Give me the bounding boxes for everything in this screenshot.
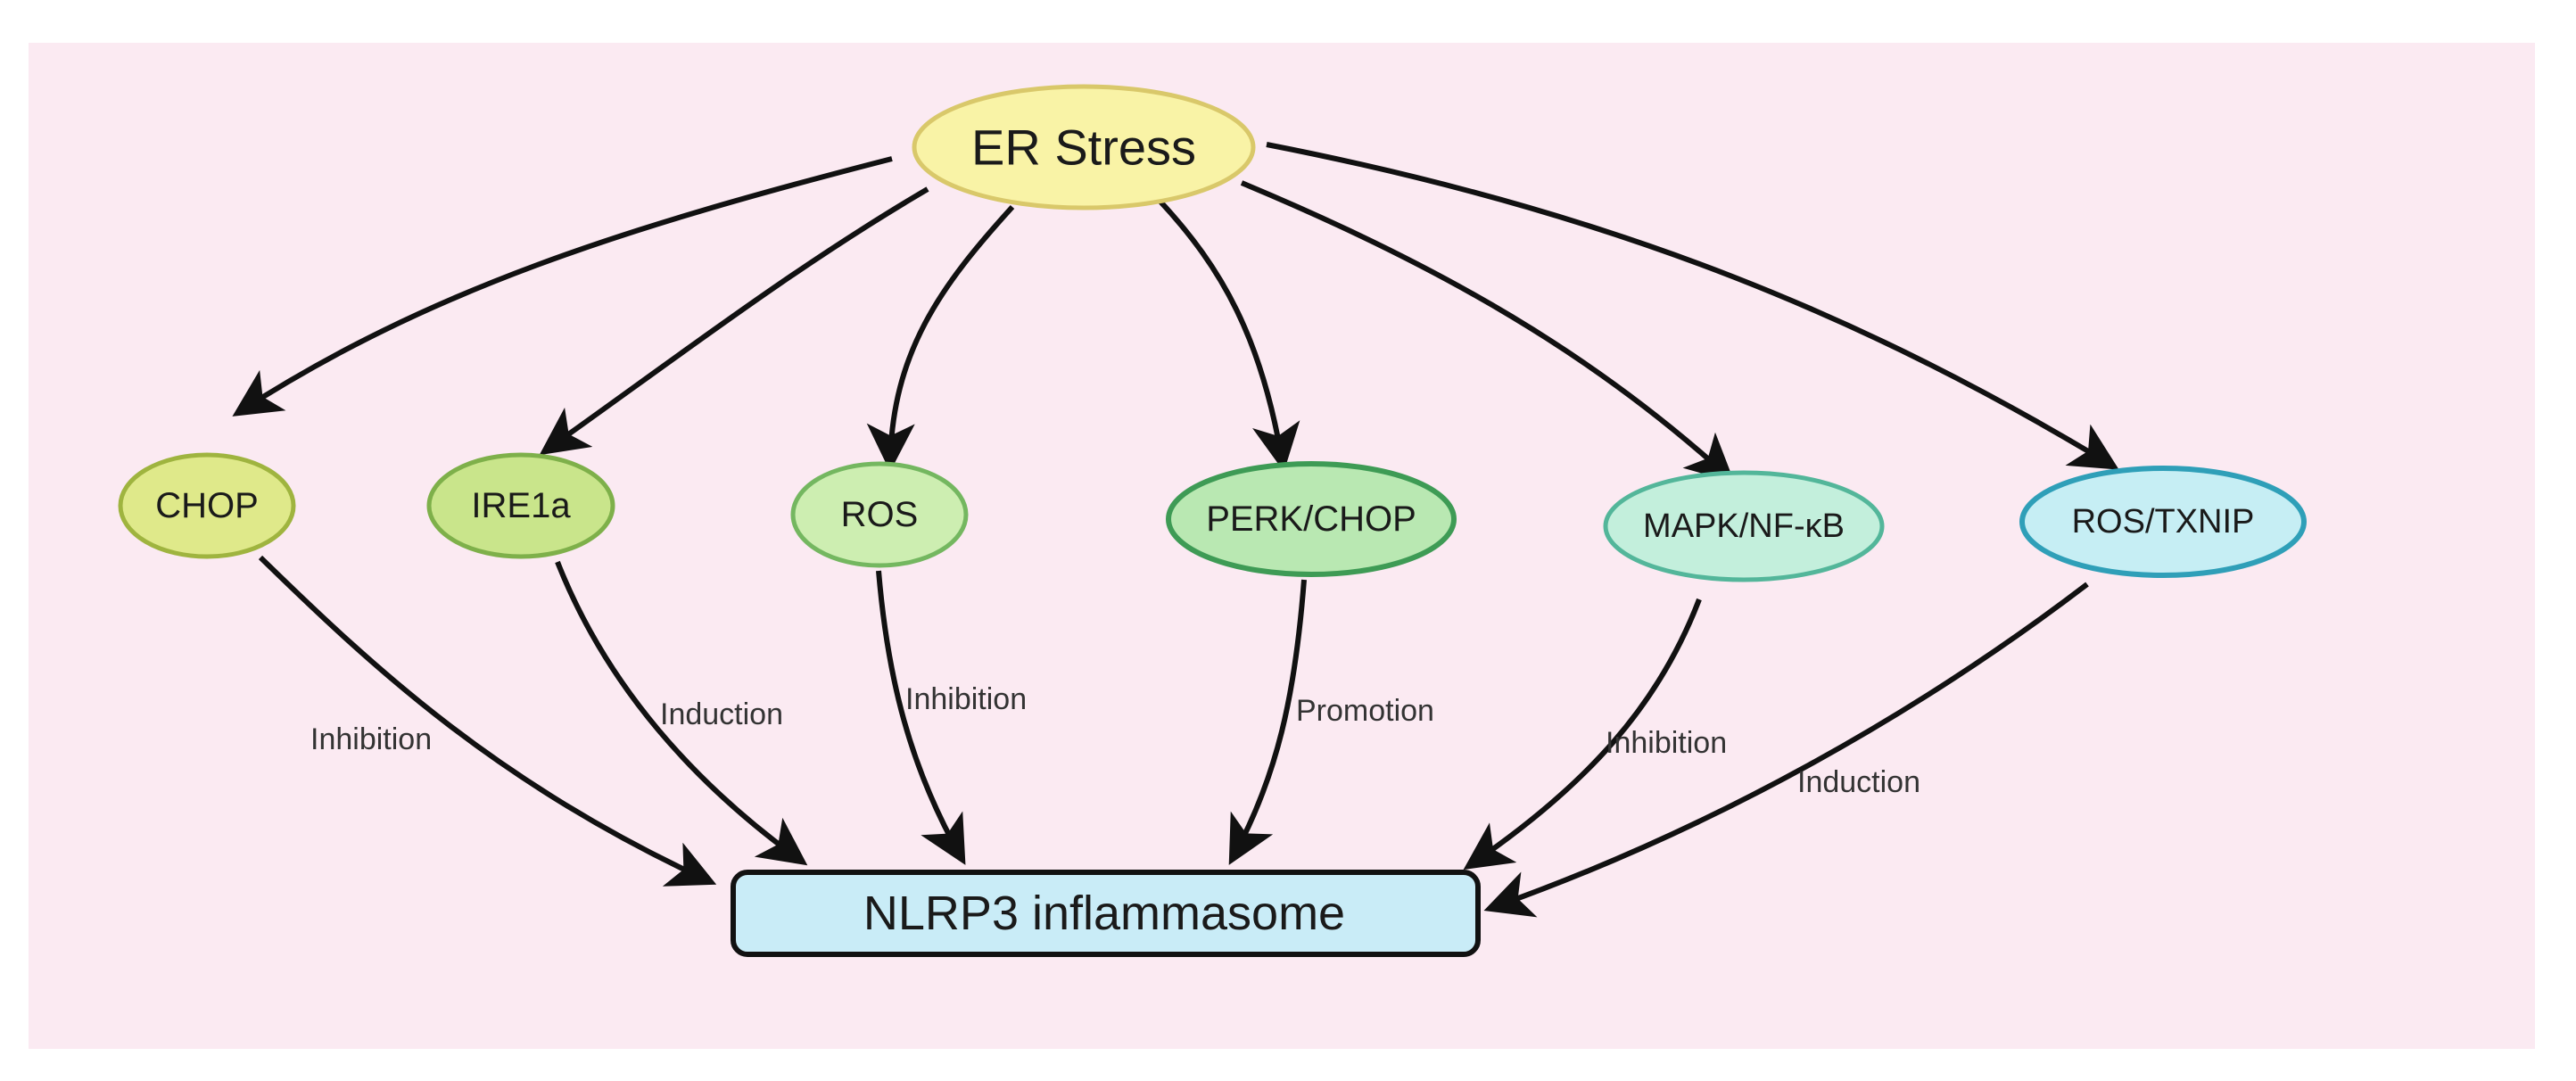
- edge-source-to-chop: [232, 156, 893, 417]
- pathway-node-shape: [426, 452, 615, 559]
- edge-ros-txnip-to-nlrp3: [1483, 582, 2089, 918]
- effect-label-mapk: Inhibition: [1606, 726, 1727, 760]
- edge-source-to-mapk: [1240, 180, 1735, 483]
- edge-source-to-ros: [866, 204, 1015, 472]
- source-node-er-stress: ER Stress: [912, 84, 1256, 210]
- effect-label-perk-chop: Promotion: [1296, 694, 1434, 728]
- edge-ire1a-to-nlrp3: [555, 560, 808, 866]
- edge-mapk-to-nlrp3: [1463, 598, 1702, 871]
- edge-source-to-ire1a: [539, 186, 929, 456]
- pathway-node-shape: [118, 452, 296, 559]
- edge-chop-to-nlrp3: [258, 555, 717, 887]
- effect-label-chop: Inhibition: [310, 722, 432, 756]
- pathway-node-label: MAPK/NF-κB: [1643, 507, 1845, 545]
- pathway-node-chop: CHOP: [118, 452, 296, 559]
- pathway-node-ire1a: IRE1a: [426, 452, 615, 559]
- pathway-node-label: ROS/TXNIP: [2072, 503, 2255, 540]
- target-node-nlrp3: NLRP3 inflammasome: [731, 870, 1481, 957]
- effect-label-ros-txnip: Induction: [1797, 765, 1920, 799]
- edge-ros-to-nlrp3: [876, 570, 966, 865]
- edges-from-source: [232, 142, 2119, 483]
- pathway-node-ros: ROS: [790, 461, 969, 568]
- pathway-node-mapk-nfkb: MAPK/NF-κB: [1603, 470, 1885, 582]
- edge-perk-chop-to-nlrp3: [1228, 579, 1307, 865]
- pathway-node-label: IRE1a: [471, 486, 571, 525]
- pathway-node-shape: [2019, 466, 2307, 578]
- pathway-node-label: ROS: [841, 495, 919, 534]
- pathway-node-perk-chop: PERK/CHOP: [1166, 461, 1457, 577]
- pathway-node-shape: [1166, 461, 1457, 577]
- edge-source-to-ros-txnip: [1266, 142, 2119, 470]
- effect-label-ros: Inhibition: [905, 682, 1027, 716]
- source-node-shape: [912, 84, 1256, 210]
- target-node-shape: [731, 870, 1481, 957]
- pathway-node-shape: [1603, 470, 1885, 582]
- effect-label-ire1a: Induction: [660, 697, 783, 731]
- edges-to-target: [258, 555, 2089, 918]
- edge-source-to-perk-chop: [1157, 198, 1300, 472]
- pathway-node-ros-txnip: ROS/TXNIP: [2019, 466, 2307, 578]
- edge-labels: Inhibition Induction Inhibition Promotio…: [310, 682, 1920, 799]
- pathway-node-label: CHOP: [155, 486, 259, 525]
- source-node-label: ER Stress: [971, 120, 1196, 176]
- target-node-label: NLRP3 inflammasome: [863, 887, 1345, 940]
- pathway-node-shape: [790, 461, 969, 568]
- pathway-node-label: PERK/CHOP: [1206, 499, 1416, 539]
